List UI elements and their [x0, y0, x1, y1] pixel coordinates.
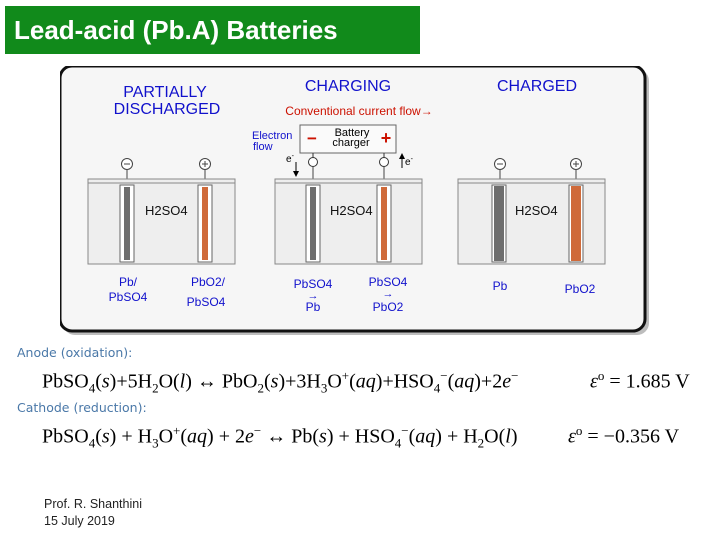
- charger-minus: −: [307, 129, 317, 148]
- electrolyte-label-2: H2SO4: [330, 203, 373, 218]
- cathode-potential: εo = −0.356 V: [568, 423, 680, 448]
- stage-charged: CHARGED: [497, 78, 577, 95]
- cell-charged: H2SO4: [457, 158, 606, 265]
- cell-partially-discharged: H2SO4: [87, 158, 236, 265]
- charging-anode-line1: PbSO4: [294, 277, 333, 291]
- cathode-potential-value: −0.356 V: [603, 425, 680, 448]
- electron-flow-line2: flow: [253, 141, 273, 153]
- charging-anode-arrow: →: [308, 290, 319, 302]
- partial-cathode-line1: PbO2/: [191, 275, 226, 289]
- footer-author: Prof. R. Shanthini: [44, 497, 142, 511]
- anode-potential-value: 1.685 V: [625, 370, 690, 393]
- charger-label-line2: charger: [332, 137, 370, 149]
- charger-plus: +: [381, 128, 392, 148]
- electron-left-label: e-: [286, 153, 295, 165]
- partial-anode-line1: Pb/: [119, 275, 138, 289]
- electron-flow-line1: Electron: [252, 130, 292, 142]
- charger-label-line1: Battery: [335, 127, 370, 139]
- battery-diagram: PARTIALLY DISCHARGED CHARGING CHARGED Co…: [60, 66, 649, 335]
- stage-charging: CHARGING: [305, 78, 391, 95]
- slide-title: Lead-acid (Pb.A) Batteries: [5, 6, 420, 54]
- partial-anode-line2: PbSO4: [109, 290, 148, 304]
- cathode-label: Cathode (reduction):: [17, 400, 147, 415]
- stage-partial-line1: PARTIALLY: [123, 84, 207, 101]
- charging-anode-line3: Pb: [306, 300, 321, 314]
- stage-partial-line2: DISCHARGED: [114, 101, 221, 118]
- electrolyte-label-1: H2SO4: [145, 203, 188, 218]
- charging-cathode-line3: PbO2: [373, 300, 404, 314]
- footer-date: 15 July 2019: [44, 514, 115, 528]
- partial-cathode-line2: PbSO4: [187, 295, 226, 309]
- charger-negative-terminal: [308, 157, 318, 167]
- anode-label: Anode (oxidation):: [17, 345, 133, 360]
- cell-charging: H2SO4: [274, 167, 423, 265]
- conventional-current-flow: Conventional current flow→: [285, 104, 432, 118]
- electron-up-arrow: [399, 153, 405, 159]
- charger-positive-terminal: [379, 157, 389, 167]
- charging-cathode-line1: PbSO4: [369, 275, 408, 289]
- electron-down-arrow: [293, 171, 299, 177]
- anode-potential: εo = 1.685 V: [590, 368, 690, 393]
- charged-anode-label: Pb: [493, 279, 508, 293]
- electron-right-label: e-: [405, 156, 414, 168]
- charging-cathode-arrow: →: [383, 288, 394, 300]
- charged-cathode-label: PbO2: [565, 282, 596, 296]
- battery-charger-box: [299, 124, 397, 154]
- electrolyte-label-3: H2SO4: [515, 203, 558, 218]
